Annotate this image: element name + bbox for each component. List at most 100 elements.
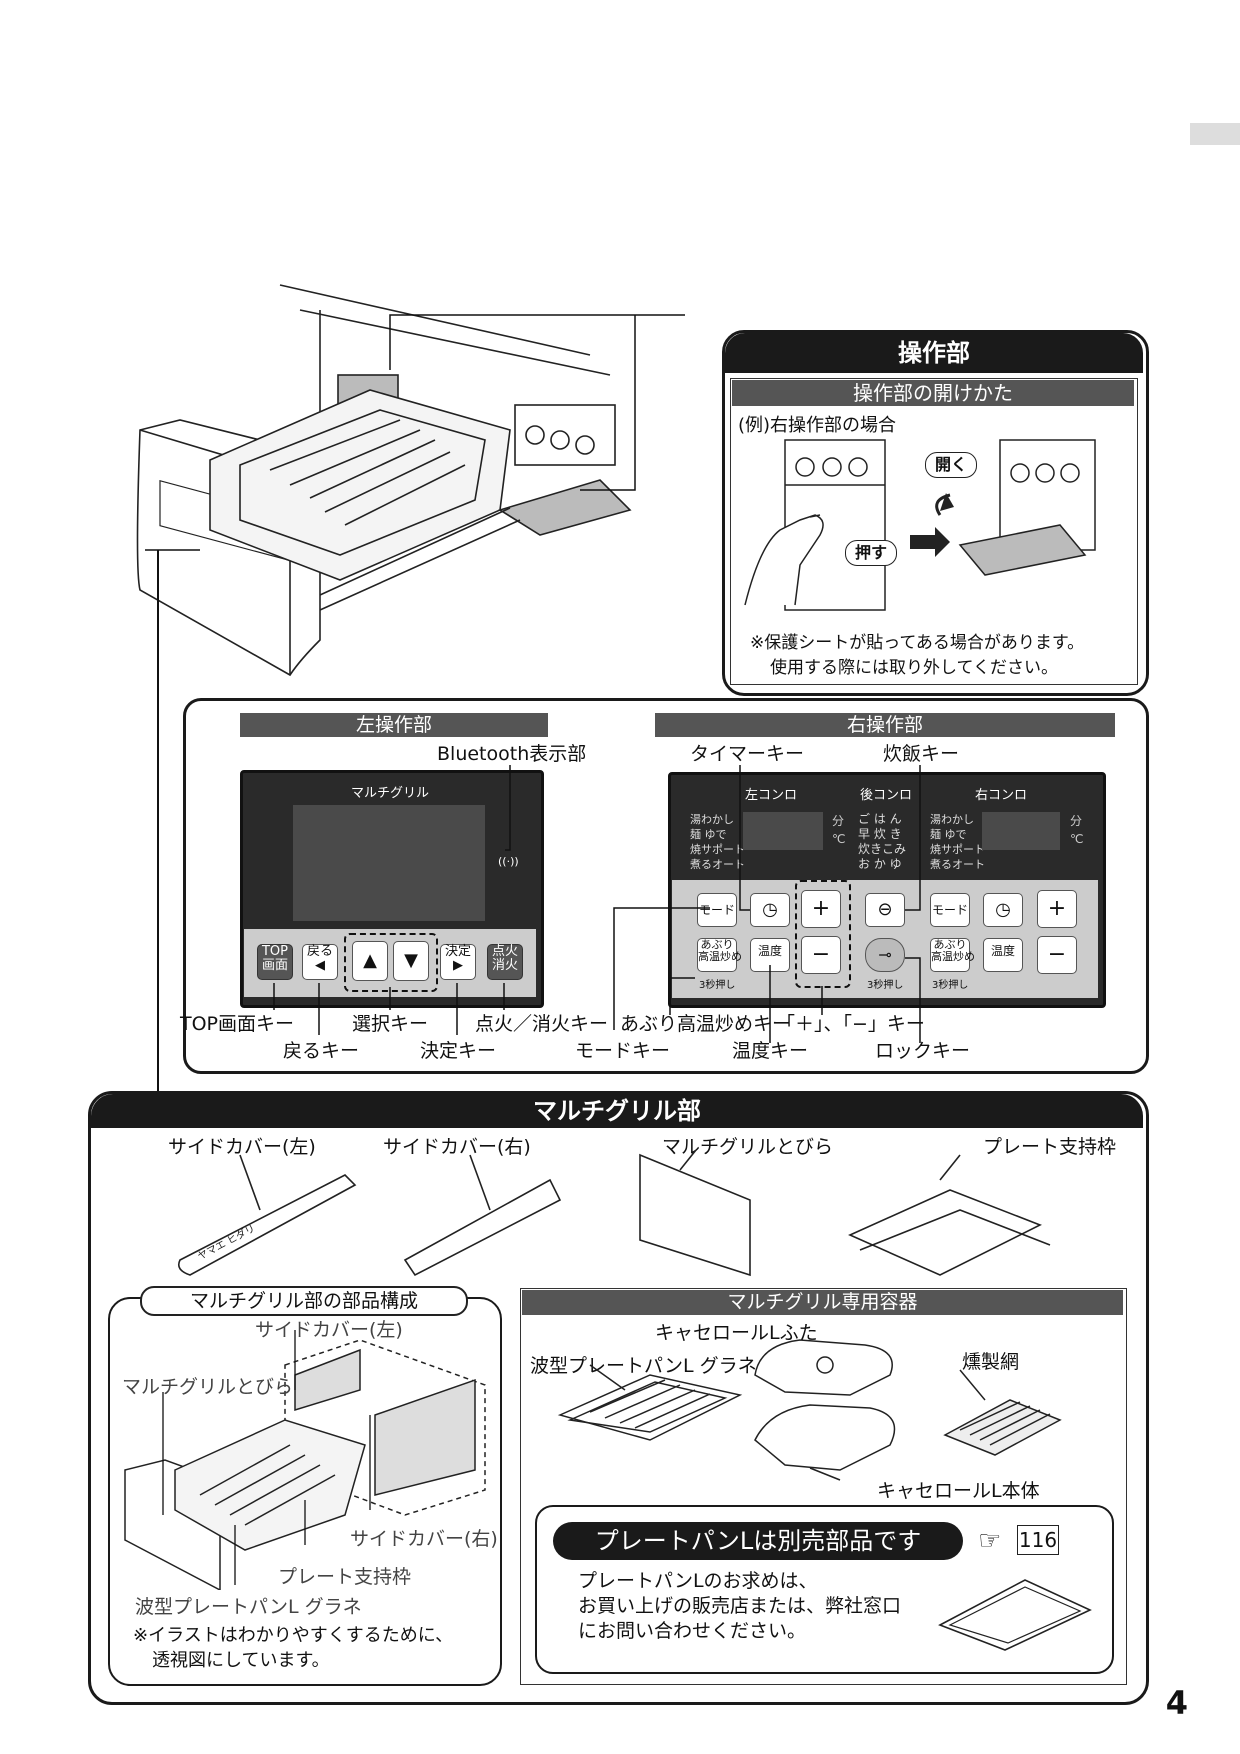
part-grill-door: マルチグリルとびら (662, 1136, 834, 1158)
right-zone-modes: 湯わかし 麺 ゆで 焼サポート 煮るオート (930, 812, 985, 872)
plus-key-left[interactable]: + (801, 890, 841, 928)
comp-note-2: 透視図にしています。 (152, 1650, 330, 1671)
composition-illustration (124, 1330, 486, 1590)
top-screen-key-callout: TOP画面キー (180, 1013, 295, 1035)
aburi-key-left[interactable]: あぶり 高温炒め (697, 938, 742, 972)
bluetooth-label: Bluetooth表示部 (437, 743, 587, 765)
back-key-callout: 戻るキー (283, 1040, 360, 1062)
timer-key-right-icon[interactable]: ◷ (983, 893, 1023, 927)
zone-right: 右コンロ (975, 788, 1028, 803)
reference-page[interactable]: 116 (1017, 1525, 1059, 1555)
leader-line (157, 550, 159, 1095)
timer-key-label: タイマーキー (690, 743, 805, 765)
rice-key-icon[interactable]: ⊖ (865, 893, 905, 927)
grill-drawer-illustration (136, 284, 685, 677)
operation-title: 操作部 (725, 333, 1143, 373)
page-number: 4 (1165, 1684, 1188, 1722)
unit-min-r: 分 (1070, 814, 1083, 828)
top-screen-key[interactable]: TOP 画面 (257, 944, 293, 980)
enter-key[interactable]: 決定 ▶ (440, 944, 476, 980)
sold-separately-banner: プレートパンLは別売部品です (553, 1522, 963, 1560)
containers-illustration (557, 1339, 1062, 1481)
casserole-lid-label: キャセロールLふた (655, 1322, 818, 1344)
containers-title: マルチグリル専用容器 (522, 1290, 1123, 1315)
mode-item: 早 炊 き (858, 827, 902, 841)
protect-note-1: ※保護シートが貼ってある場合があります。 (750, 633, 1085, 653)
aburi-key-right[interactable]: あぶり 高温炒め (930, 938, 975, 972)
minus-key-left[interactable]: − (801, 936, 841, 974)
ignite-key[interactable]: 点火 消火 (487, 944, 523, 980)
plus-key-right[interactable]: + (1037, 890, 1077, 928)
open-illustration (744, 439, 1096, 611)
comp-frame: プレート支持枠 (278, 1566, 412, 1588)
temp-key-callout: 温度キー (732, 1040, 809, 1062)
mode-item: 湯わかし (690, 813, 734, 826)
mode-item: 麺 ゆで (930, 828, 967, 841)
enter-key-callout: 決定キー (420, 1040, 497, 1062)
lock-key-callout: ロックキー (875, 1040, 971, 1062)
three-sec-left: 3秒押し (699, 980, 736, 991)
right-panel-title: 右操作部 (655, 713, 1115, 737)
push-badge: 押す (845, 540, 897, 566)
open-badge: 開く (925, 452, 977, 478)
wave-plate-label: 波型プレートパンL グラネ (530, 1355, 757, 1377)
composition-title: マルチグリル部の部品構成 (140, 1286, 468, 1316)
temp-key-left[interactable]: 温度 (750, 938, 790, 972)
unit-min: 分 (832, 814, 845, 828)
right-zone-display (982, 812, 1060, 850)
timer-key-icon[interactable]: ◷ (750, 893, 790, 927)
comp-door: マルチグリルとびら (122, 1376, 294, 1398)
mode-item: 湯わかし (930, 813, 974, 826)
lock-key-icon[interactable]: ⊸ (865, 938, 905, 972)
example-label: (例)右操作部の場合 (738, 415, 897, 436)
unit-deg: ℃ (832, 832, 846, 846)
comp-side-left: サイドカバー(左) (255, 1319, 403, 1341)
mode-item: 焼サポート (930, 843, 985, 856)
mode-key-left[interactable]: モード (697, 893, 737, 927)
mode-item: 煮るオート (930, 858, 985, 871)
mode-item: 麺 ゆで (690, 828, 727, 841)
rice-key-label: 炊飯キー (883, 743, 960, 765)
part-side-cover-right: サイドカバー(右) (383, 1136, 531, 1158)
purchase-text-2: お買い上げの販売店または、弊社窓口 (578, 1595, 902, 1617)
comp-note-1: ※イラストはわかりやすくするために、 (133, 1625, 454, 1646)
left-zone-modes: 湯わかし 麺 ゆで 焼サポート 煮るオート (690, 812, 745, 872)
mode-key-right[interactable]: モード (930, 893, 970, 927)
part-plate-frame: プレート支持枠 (983, 1136, 1117, 1158)
open-how-title: 操作部の開けかた (732, 380, 1134, 406)
mode-item: 煮るオート (690, 858, 745, 871)
down-key[interactable]: ▼ (393, 941, 429, 981)
plate-pan-illustration (938, 1579, 1092, 1651)
reference-hand-icon: ☞ (978, 1526, 1002, 1556)
casserole-body-label: キャセロールL本体 (877, 1480, 1040, 1502)
left-callout-lines (273, 765, 511, 1035)
purchase-text-3: にお問い合わせください。 (578, 1620, 807, 1642)
purchase-text-1: プレートパンLのお求めは、 (578, 1570, 818, 1592)
display-screen (293, 805, 485, 921)
zone-rear: 後コンロ (860, 788, 913, 803)
temp-key-right[interactable]: 温度 (983, 938, 1023, 972)
part-side-cover-left: サイドカバー(左) (168, 1136, 316, 1158)
mode-item: お か ゆ (858, 857, 902, 871)
plus-minus-group (795, 880, 851, 988)
mode-item: 焼サポート (690, 843, 745, 856)
three-sec-lock: 3秒押し (867, 980, 904, 991)
index-tab (1190, 123, 1240, 145)
left-zone-display (743, 812, 823, 850)
three-sec-right: 3秒押し (932, 980, 969, 991)
left-panel-title: 左操作部 (240, 713, 548, 737)
parts-illustration: ヤマエ ヒダリ (177, 1150, 1051, 1277)
aburi-key-callout: あぶり高温炒めキー (620, 1013, 792, 1035)
zone-left: 左コンロ (745, 788, 798, 803)
mode-key-callout: モードキー (575, 1040, 671, 1062)
bluetooth-indicator-icon: ((·)) (498, 855, 519, 868)
screen-label: マルチグリル (351, 786, 430, 801)
minus-key-right[interactable]: − (1037, 936, 1077, 974)
back-key[interactable]: 戻る ◀ (302, 944, 338, 980)
up-key[interactable]: ▲ (352, 941, 388, 981)
rear-zone-modes: ご は ん 早 炊 き 炊きこみ お か ゆ (858, 812, 906, 872)
right-callout-lines (613, 765, 921, 1043)
unit-deg-r: ℃ (1070, 832, 1084, 846)
comp-plate: 波型プレートパンL グラネ (135, 1596, 362, 1618)
ignite-key-callout: 点火／消火キー (475, 1013, 609, 1035)
